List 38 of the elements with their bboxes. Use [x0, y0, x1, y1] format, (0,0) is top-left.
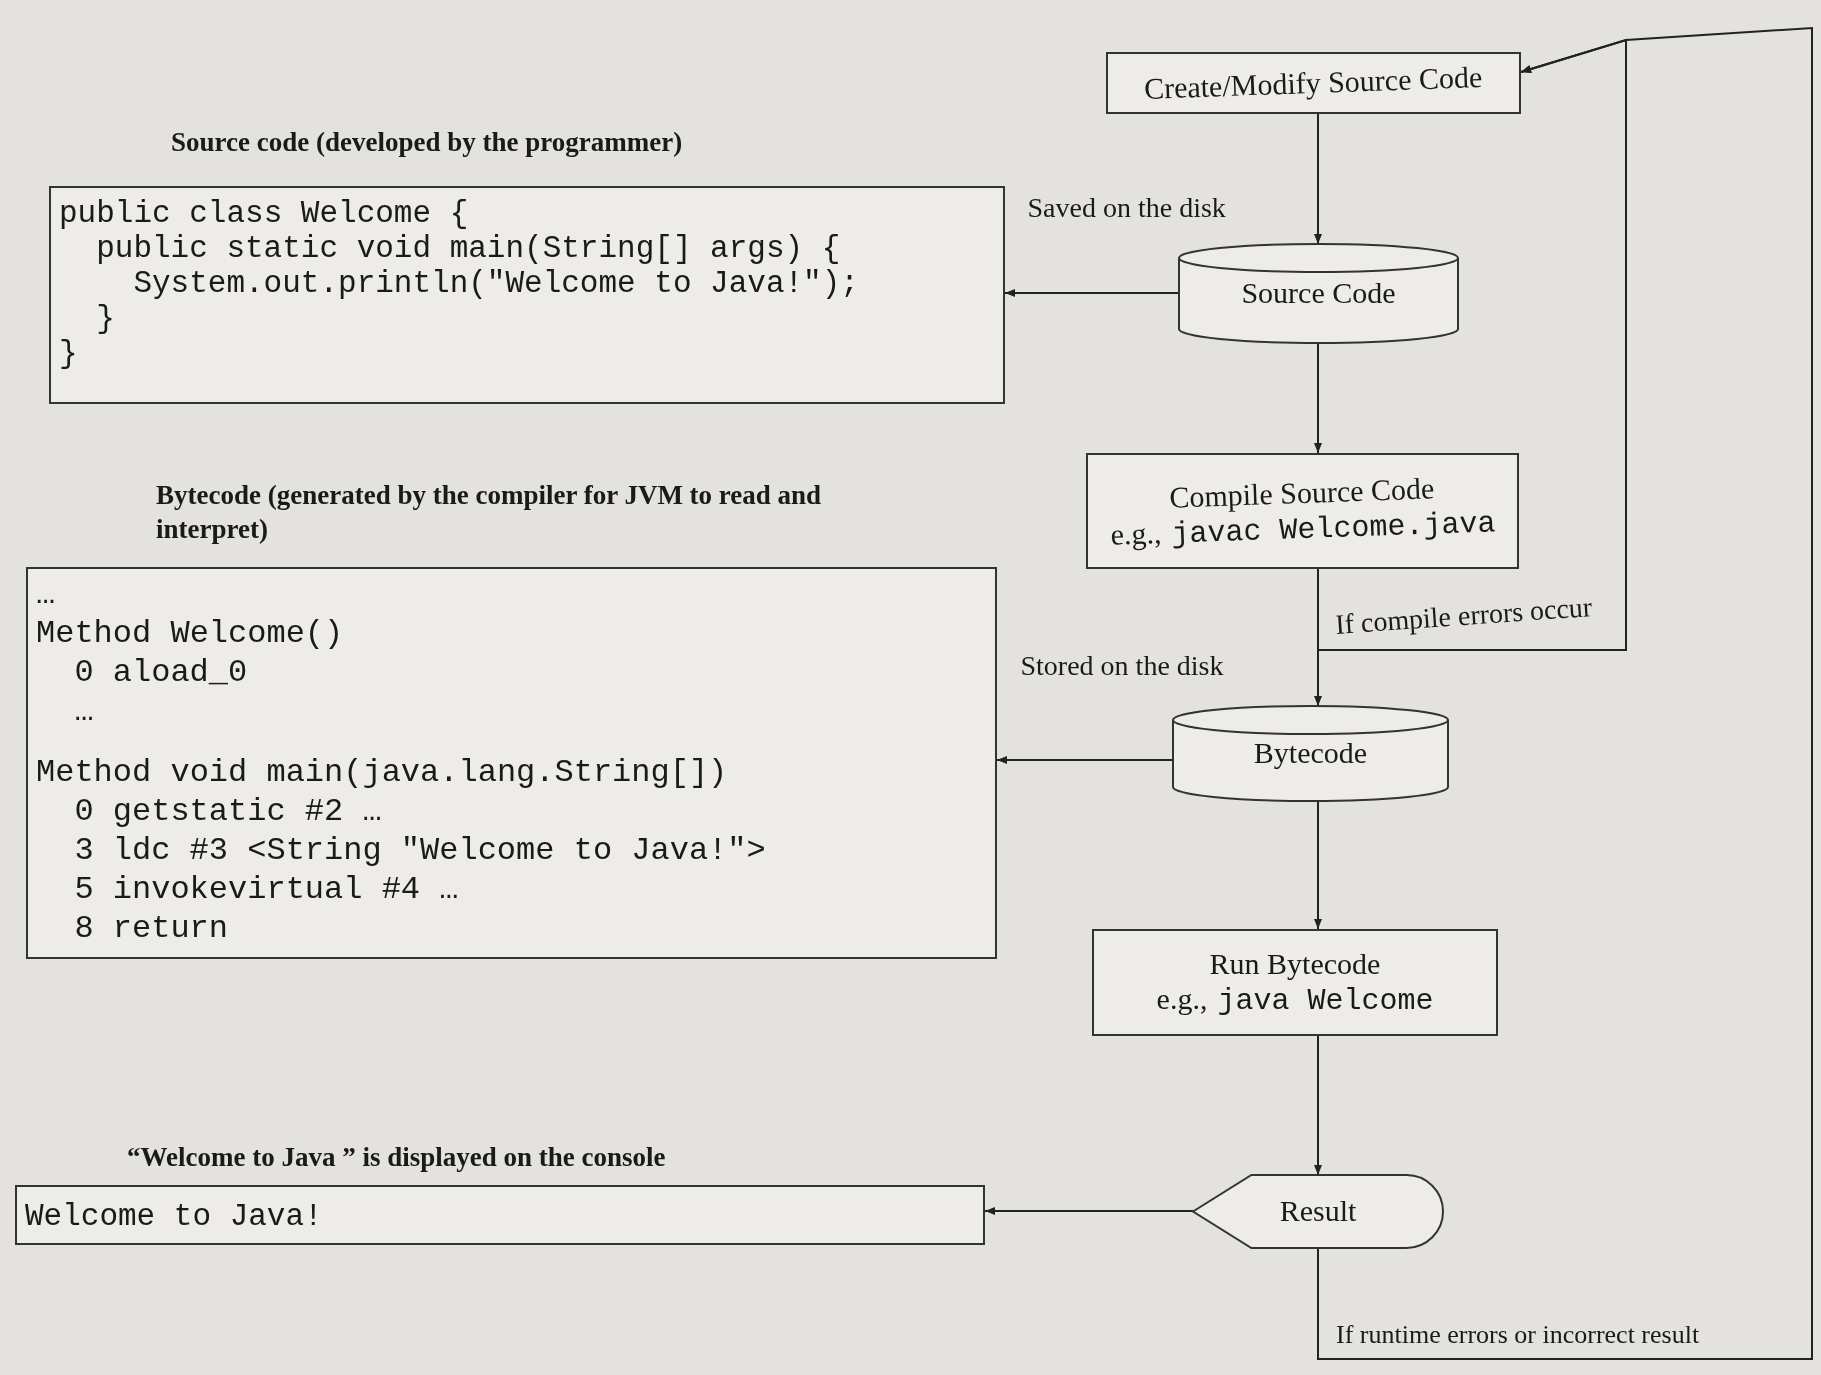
code-line: 5 invokevirtual #4 … [74, 870, 459, 909]
code-line: 8 return [74, 909, 228, 948]
node-label: Source Code [1241, 276, 1396, 311]
arrow [1314, 800, 1322, 930]
code-line: … [74, 692, 94, 731]
example-text: e.g., [1110, 514, 1163, 552]
arrow [1314, 113, 1322, 245]
code-caption: Source code (developed by the programmer) [171, 126, 684, 159]
code-line: … [36, 575, 56, 614]
arrow [1317, 38, 1627, 651]
arrow [996, 756, 1174, 764]
process-box [1106, 52, 1521, 114]
code-line: public static void main(String[] args) { [96, 231, 841, 266]
process-box [1092, 929, 1498, 1036]
node-label: Result [1279, 1194, 1357, 1229]
code-line: 0 getstatic #2 … [74, 792, 382, 831]
code-line: } [59, 336, 78, 371]
arrow [984, 1207, 1194, 1215]
code-line: 0 aload_0 [74, 653, 248, 692]
command-text: java Welcome [1217, 983, 1434, 1018]
code-line: Method void main(java.lang.String[]) [36, 753, 728, 792]
code-line: } [96, 301, 115, 336]
arrow [1314, 1035, 1322, 1176]
node-label: Bytecode [1253, 736, 1368, 771]
code-line: System.out.println("Welcome to Java!"); [133, 266, 859, 301]
code-line: Method Welcome() [36, 614, 344, 653]
process-box [1086, 453, 1519, 569]
example-text: e.g., [1156, 981, 1208, 1016]
code-line: 3 ldc #3 <String "Welcome to Java!"> [74, 831, 766, 870]
node-label: Run Bytecode [1209, 947, 1381, 982]
code-caption: “Welcome to Java ” is displayed on the console [127, 1141, 667, 1174]
arrow [1317, 26, 1813, 1360]
code-line: public class Welcome { [59, 196, 469, 231]
console-output: Welcome to Java! [25, 1198, 323, 1236]
arrow [1004, 289, 1180, 297]
code-caption: Bytecode (generated by the compiler for JVM to read and interpret) [156, 479, 823, 546]
node-label: Create/Modify Source Code [1143, 59, 1484, 107]
arrow [1314, 342, 1322, 454]
